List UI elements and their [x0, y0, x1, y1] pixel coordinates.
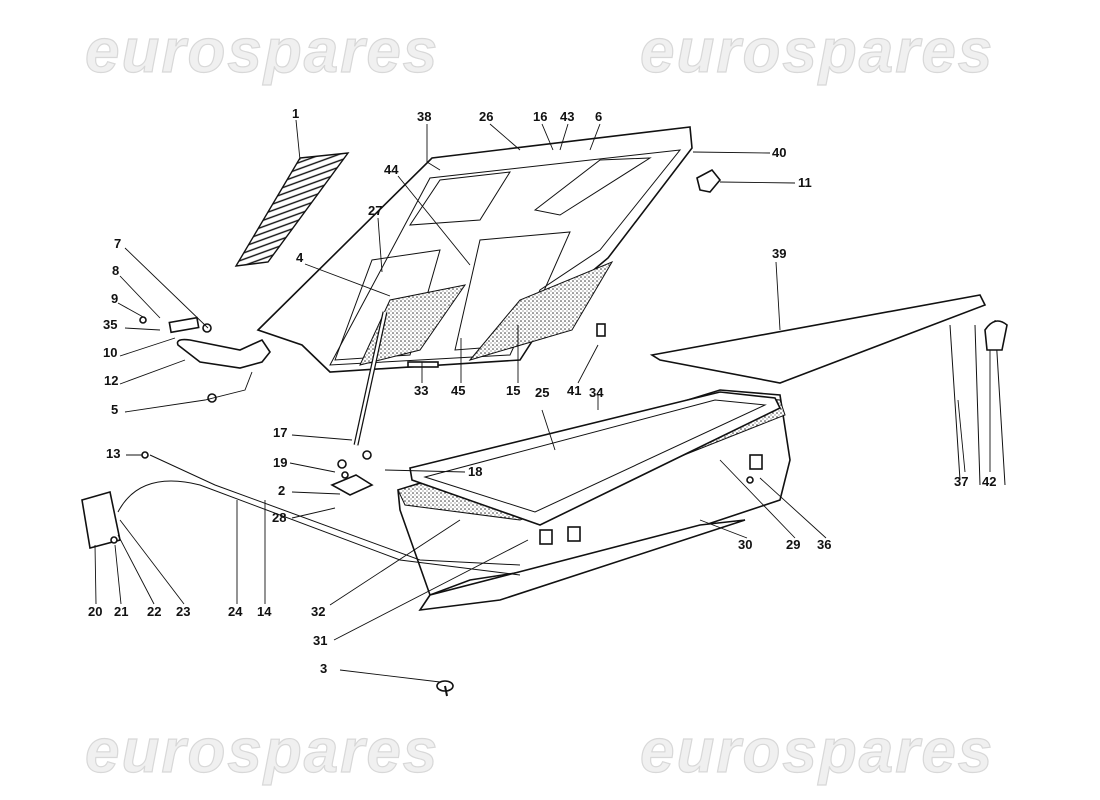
callout: 41 — [567, 383, 581, 398]
callout: 18 — [468, 464, 482, 479]
callout: 21 — [114, 604, 128, 619]
callout: 1 — [292, 106, 299, 121]
callout: 17 — [273, 425, 287, 440]
callout: 30 — [738, 537, 752, 552]
callout: 4 — [296, 250, 304, 265]
hinge-arm — [139, 316, 271, 403]
callout: 45 — [451, 383, 465, 398]
callout: 28 — [272, 510, 286, 525]
watermark-text: eurospares — [640, 717, 994, 786]
callout: 31 — [313, 633, 327, 648]
callout: 32 — [311, 604, 325, 619]
callout: 44 — [384, 162, 399, 177]
callout: 38 — [417, 109, 431, 124]
side-trims — [949, 319, 1008, 486]
callout: 36 — [817, 537, 831, 552]
callout: 33 — [414, 383, 428, 398]
release-cable — [81, 451, 521, 576]
callout: 11 — [798, 175, 812, 190]
callout: 27 — [368, 203, 382, 218]
callout: 2 — [278, 483, 285, 498]
callout: 3 — [320, 661, 327, 676]
callout: 16 — [533, 109, 547, 124]
callout: 23 — [176, 604, 190, 619]
leader-lines — [94, 119, 991, 683]
hinge — [696, 168, 722, 193]
callout: 34 — [589, 385, 604, 400]
watermark-text: eurospares — [85, 717, 439, 786]
callout: 26 — [479, 109, 493, 124]
callout: 12 — [104, 373, 118, 388]
callout: 35 — [103, 317, 117, 332]
callout: 14 — [257, 604, 272, 619]
louver-grille — [234, 152, 350, 267]
callout: 9 — [111, 291, 118, 306]
luggage-compartment — [397, 389, 791, 612]
callout: 10 — [103, 345, 117, 360]
callout: 37 — [954, 474, 968, 489]
callout: 29 — [786, 537, 800, 552]
gasket — [407, 361, 439, 368]
callout: 43 — [560, 109, 574, 124]
callout: 20 — [88, 604, 102, 619]
callout-labels: 1 38 26 16 43 6 40 11 44 27 4 7 8 9 35 1… — [88, 106, 996, 676]
callout: 25 — [535, 385, 549, 400]
gas-strut — [330, 311, 388, 496]
callout: 5 — [111, 402, 118, 417]
trim-panel — [649, 294, 987, 384]
engine-lid — [256, 126, 722, 373]
callout: 39 — [772, 246, 786, 261]
clip — [436, 680, 454, 697]
watermark-text: eurospares — [640, 17, 994, 86]
stud — [596, 323, 606, 337]
callout: 19 — [273, 455, 287, 470]
callout: 13 — [106, 446, 120, 461]
callout: 15 — [506, 383, 520, 398]
callout: 6 — [595, 109, 602, 124]
callout: 40 — [772, 145, 786, 160]
watermark-text: eurospares — [85, 17, 439, 86]
callout: 24 — [228, 604, 243, 619]
callout: 8 — [112, 263, 119, 278]
callout: 22 — [147, 604, 161, 619]
callout: 7 — [114, 236, 121, 251]
callout: 42 — [982, 474, 996, 489]
watermark: eurospares eurospares eurospares eurospa… — [84, 16, 994, 786]
